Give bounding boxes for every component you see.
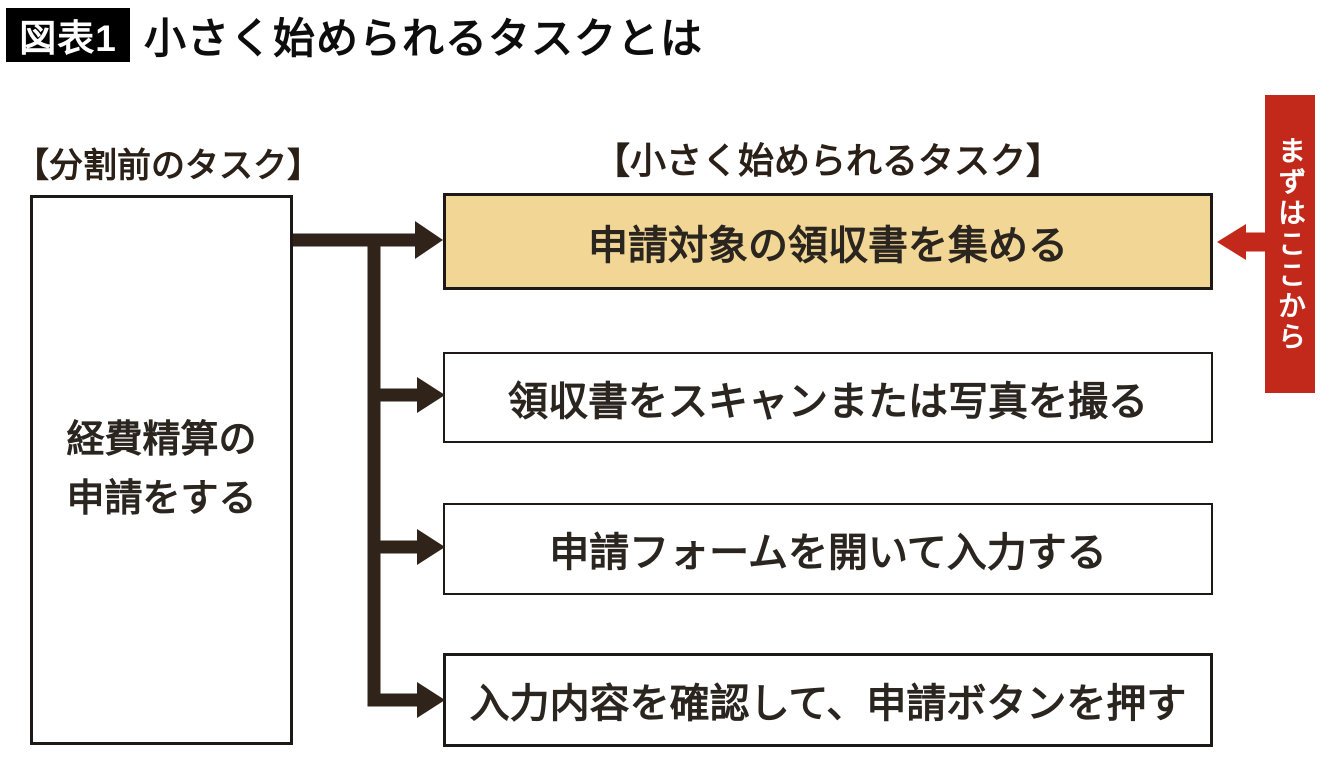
task-box-confirm-submit: 入力内容を確認して、申請ボタンを押す	[443, 653, 1213, 747]
arrowhead-task4-icon	[417, 682, 445, 718]
arrowhead-task2-icon	[417, 377, 445, 413]
callout-arrow-shaft	[1245, 232, 1266, 252]
task-box-open-form: 申請フォームを開いて入力する	[443, 503, 1213, 595]
task-box-scan-or-photo: 領収書をスキャンまたは写真を撮る	[443, 352, 1213, 443]
connector-branch4-line	[367, 693, 418, 707]
connector-branch2-line	[367, 388, 418, 402]
task-box-collect-receipts: 申請対象の領収書を集める	[443, 193, 1213, 290]
before-column-label: 【分割前のタスク】	[15, 147, 321, 185]
connector-trunk-line	[367, 233, 381, 707]
after-column-label: 【小さく始められるタスク】	[593, 140, 1062, 181]
arrowhead-task3-icon	[417, 529, 445, 565]
arrowhead-task1-icon	[415, 221, 443, 259]
before-task-box: 経費精算の 申請をする	[30, 195, 293, 745]
callout-arrowhead-icon	[1217, 224, 1246, 260]
start-here-banner: まずはここから	[1265, 95, 1315, 393]
connector-branch3-line	[367, 540, 418, 554]
connector-main-line	[293, 233, 415, 247]
figure-title: 小さく始められるタスクとは	[144, 14, 704, 62]
figure-number-badge: 図表1	[6, 8, 130, 62]
